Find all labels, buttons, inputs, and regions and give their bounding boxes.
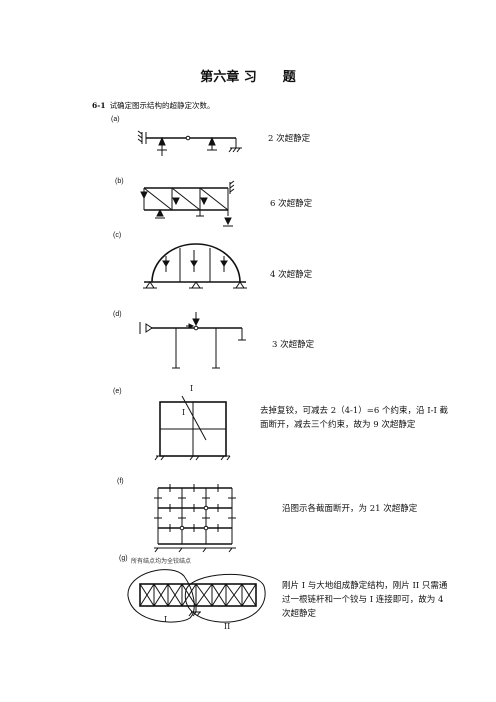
problem-text: 试确定图示结构的超静定次数。 [109,101,215,110]
figure-b-answer: 6 次超静定 [270,199,313,209]
figure-c-answer: 4 次超静定 [270,270,313,280]
figure-g-label: (g) [119,555,128,562]
body-label-i: I [164,615,167,624]
section-mark-bottom: I [182,408,185,417]
figure-d-diagram [139,312,246,369]
figure-b-diagram [140,180,235,227]
problem-number: 6-1 [92,101,106,110]
section-mark-top: I [190,384,193,393]
body-label-ii: II [224,622,230,631]
figure-a-diagram [137,130,242,156]
figure-g-note: 所有结点均为全铰结点 [131,558,192,565]
chapter-title: 第六章 习 题 [200,70,296,85]
figure-f-answer: 沿图示各截面断开，为 21 次超静定 [282,504,418,514]
figure-b-label: (b) [115,178,124,185]
figure-e-diagram: I I [154,384,231,461]
figure-e-answer: 去掉复铰，可减去 2（4-1）=6 个约束，沿 I-I 截面断开，减去三个约束，… [260,406,449,430]
figure-a-answer: 2 次超静定 [268,134,311,144]
figure-f-label: (f) [117,478,124,485]
figure-g-diagram: I II [127,569,266,631]
figure-g-answer: 刚片 I 与大地组成静定结构，刚片 II 只需通过一根链杆和一个铰与 I 连接即… [282,581,448,619]
figure-c-diagram [143,243,247,289]
figure-e-label: (e) [113,388,122,395]
figure-d-answer: 3 次超静定 [272,340,315,350]
figure-c-label: (c) [113,232,122,239]
figure-d-label: (d) [113,311,122,318]
figure-a-label: (a) [111,116,120,123]
figure-f-diagram [154,484,236,553]
